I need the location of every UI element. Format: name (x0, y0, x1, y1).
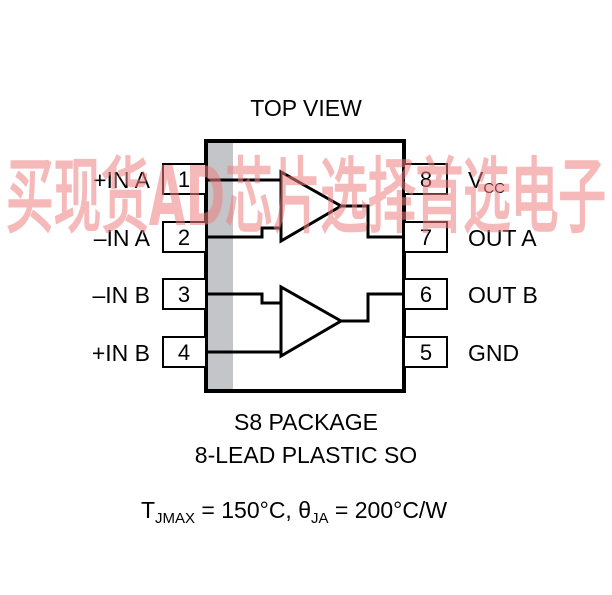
pin-box-7 (403, 221, 448, 253)
pin-number-6: 6 (420, 282, 432, 307)
pin-name-7: OUT A (468, 225, 537, 251)
pin-box-8 (403, 163, 448, 195)
pin-box-5 (403, 336, 448, 368)
pin-number-8: 8 (420, 167, 432, 192)
watermark-text: 买现货AD芯片选择首选电子 (6, 150, 606, 245)
pin-box-1 (162, 163, 207, 195)
op-amp-b-triangle (279, 284, 345, 359)
thermal-specs: TJMAX = 150°C, θJA = 200°C/W (141, 497, 447, 527)
wire-out-a (341, 204, 404, 239)
pin-name-4: +IN B (92, 340, 150, 366)
pin-name-2: –IN A (94, 225, 151, 251)
pin-name-1: +IN A (93, 167, 151, 193)
pin-number-3: 3 (178, 282, 190, 307)
package-description: 8-LEAD PLASTIC SO (195, 442, 417, 468)
pin-name-5: GND (468, 340, 519, 366)
theta-value: = 200°C/W (329, 497, 448, 523)
pin-name-8-main: V (468, 167, 484, 193)
pin-name-6: OUT B (468, 282, 538, 308)
package-body (204, 139, 406, 393)
pin-number-1: 1 (178, 167, 190, 192)
pin-number-2: 2 (178, 225, 190, 250)
tjmax-subscript: JMAX (155, 510, 195, 527)
package-name: S8 PACKAGE (234, 409, 378, 435)
wire-out-b (341, 292, 404, 323)
pin-number-7: 7 (420, 225, 432, 250)
pin-number-5: 5 (420, 340, 432, 365)
op-amp-a-triangle (279, 169, 345, 244)
pin1-indicator-stripe (208, 143, 233, 389)
wire-in-minus-b (206, 292, 281, 305)
pin-name-3: –IN B (92, 282, 150, 308)
tjmax-value: = 150°C, (195, 497, 298, 523)
diagram-title: TOP VIEW (250, 95, 362, 121)
pin-name-8-sub: CC (483, 180, 505, 197)
pin-box-4 (162, 336, 207, 368)
theta-symbol: θ (298, 497, 311, 523)
pin-box-2 (162, 221, 207, 253)
op-amp-b (206, 284, 404, 359)
pin-number-4: 4 (178, 340, 190, 365)
pin-name-8: VCC (468, 167, 505, 197)
theta-subscript: JA (311, 510, 329, 527)
pin-box-3 (162, 278, 207, 310)
wire-in-minus-a (206, 226, 281, 239)
tjmax-symbol: T (141, 497, 155, 523)
op-amp-a (206, 169, 404, 244)
